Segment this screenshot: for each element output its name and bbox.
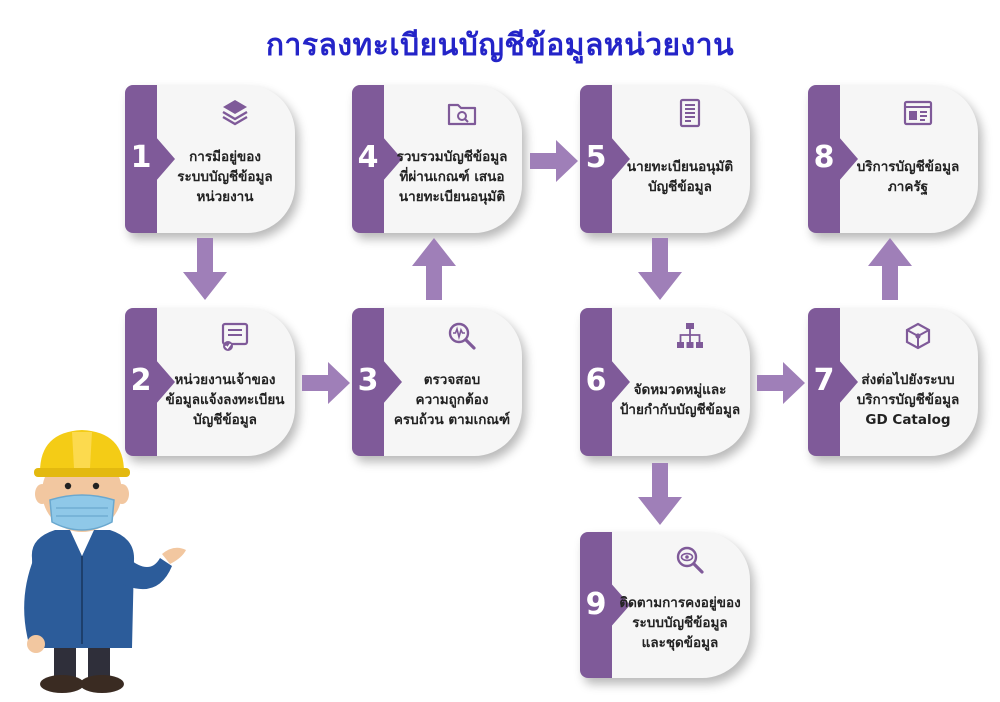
hierarchy-icon: [674, 320, 706, 352]
mascot-shoe: [40, 675, 84, 693]
mascot-face-mask: [49, 494, 115, 531]
step-text: หน่วยงานเจ้าของ ข้อมูลแจ้งลงทะเบียน บัญช…: [165, 371, 285, 429]
step-8-card: 8 บริการบัญชีข้อมูล ภาครัฐ: [808, 85, 978, 233]
step-number: 1: [130, 140, 152, 175]
step-number: 3: [357, 363, 379, 398]
arrow-right-2-to-3: [302, 362, 350, 404]
magnifier-wave-icon: [446, 320, 478, 352]
step-text: รวบรวมบัญชีข้อมูล ที่ผ่านเกณฑ์ เสนอ นายท…: [396, 148, 508, 206]
arrow-right-4-to-5: [530, 140, 578, 182]
step-9-card: 9 ติดตามการคงอยู่ของ ระบบบัญชีข้อมูล และ…: [580, 532, 750, 678]
mascot-leg: [88, 640, 110, 680]
step-number: 9: [585, 587, 607, 622]
step-7-card: 7 ส่งต่อไปยังระบบ บริการบัญชีข้อมูล GD C…: [808, 308, 978, 456]
mascot-illustration: [10, 408, 200, 698]
step-text: ตรวจสอบ ความถูกต้อง ครบถ้วน ตามเกณฑ์: [393, 371, 511, 429]
step-text: การมีอยู่ของ ระบบบัญชีข้อมูล หน่วยงาน: [177, 148, 273, 206]
step-text: นายทะเบียนอนุมัติ บัญชีข้อมูล: [626, 158, 734, 195]
step-2-card: 2 หน่วยงานเจ้าของ ข้อมูลแจ้งลงทะเบียน บั…: [125, 308, 295, 456]
step-number: 8: [813, 140, 835, 175]
network-cube-icon: [902, 320, 934, 352]
arrow-down-5-to-6: [638, 238, 682, 300]
arrow-right-6-to-7: [757, 362, 805, 404]
arrow-down-6-to-9: [638, 463, 682, 525]
step-1-card: 1 การมีอยู่ของ ระบบบัญชีข้อมูล หน่วยงาน: [125, 85, 295, 233]
mascot-shoe: [80, 675, 124, 693]
document-list-icon: [674, 97, 706, 129]
stacked-layers-icon: [219, 97, 251, 129]
step-number: 2: [130, 363, 152, 398]
step-4-card: 4 รวบรวมบัญชีข้อมูล ที่ผ่านเกณฑ์ เสนอ นา…: [352, 85, 522, 233]
arrow-up-7-to-8: [868, 238, 912, 300]
step-number: 6: [585, 363, 607, 398]
search-eye-icon: [674, 544, 706, 576]
step-3-card: 3 ตรวจสอบ ความถูกต้อง ครบถ้วน ตามเกณฑ์: [352, 308, 522, 456]
form-check-icon: [219, 320, 251, 352]
folder-icon: [446, 97, 478, 129]
step-text: บริการบัญชีข้อมูล ภาครัฐ: [856, 158, 960, 195]
step-text: ส่งต่อไปยังระบบ บริการบัญชีข้อมูล GD Cat…: [856, 371, 960, 429]
mascot-leg: [54, 640, 76, 680]
step-number: 5: [585, 140, 607, 175]
step-text: จัดหมวดหมู่และ ป้ายกำกับบัญชีข้อมูล: [619, 381, 741, 418]
arrow-up-3-to-4: [412, 238, 456, 300]
page-title: การลงทะเบียนบัญชีข้อมูลหน่วยงาน: [265, 28, 735, 63]
step-number: 7: [813, 363, 835, 398]
step-6-card: 6 จัดหมวดหมู่และ ป้ายกำกับบัญชีข้อมูล: [580, 308, 750, 456]
step-5-card: 5 นายทะเบียนอนุมัติ บัญชีข้อมูล: [580, 85, 750, 233]
arrow-down-1-to-2: [183, 238, 227, 300]
step-text: ติดตามการคงอยู่ของ ระบบบัญชีข้อมูล และชุ…: [619, 594, 741, 652]
step-number: 4: [357, 140, 379, 175]
browser-window-icon: [902, 97, 934, 129]
